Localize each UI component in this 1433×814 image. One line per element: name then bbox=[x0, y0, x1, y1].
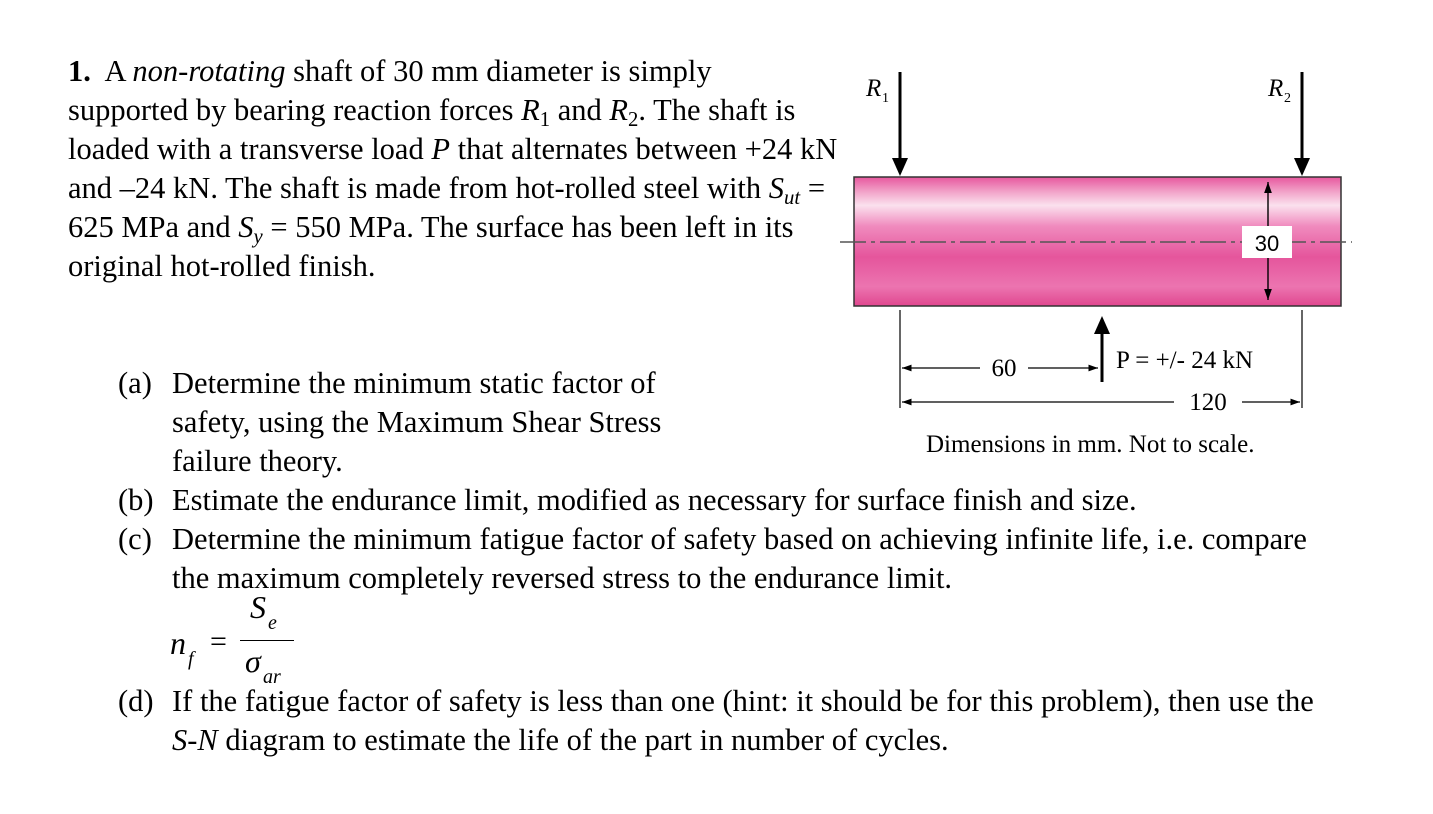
formula-numerator-sub: e bbox=[268, 612, 277, 634]
formula-equals: = bbox=[210, 625, 227, 658]
load-p-arrow-icon bbox=[1094, 316, 1110, 334]
reaction-r1-arrow-icon bbox=[892, 158, 908, 176]
dim-60-label: 60 bbox=[992, 355, 1017, 382]
reaction-r1-label: R bbox=[865, 75, 881, 102]
part-c-text: Determine the minimum fatigue factor of … bbox=[172, 522, 1307, 595]
formula-denominator: σ bbox=[245, 643, 261, 679]
part-a: (a) Determine the minimum static factor … bbox=[118, 364, 1318, 481]
part-b-text: Estimate the endurance limit, modified a… bbox=[172, 483, 1137, 517]
diameter-label-box bbox=[1242, 226, 1292, 258]
formula-numerator: S bbox=[250, 589, 266, 625]
reaction-r2-sub: 2 bbox=[1284, 91, 1291, 106]
dim-120-label: 120 bbox=[1189, 389, 1227, 416]
part-b: (b) Estimate the endurance limit, modifi… bbox=[118, 481, 1318, 520]
part-a-label: (a) bbox=[118, 366, 152, 400]
reaction-r1-sub: 1 bbox=[882, 91, 889, 106]
part-d-text: If the fatigue factor of safety is less … bbox=[172, 684, 1314, 757]
problem-statement: 1. A non-rotating shaft of 30 mm diamete… bbox=[68, 54, 838, 283]
fraction-bar bbox=[240, 640, 294, 641]
part-d: (d) If the fatigue factor of safety is l… bbox=[118, 682, 1318, 760]
shaft-figure: R 1 R 2 30 P = +/- 24 kN 60 120 Dimensio… bbox=[840, 60, 1360, 480]
part-a-text: Determine the minimum static factor of s… bbox=[172, 366, 662, 478]
part-c: (c) Determine the minimum fatigue factor… bbox=[118, 520, 1318, 598]
part-b-label: (b) bbox=[118, 483, 154, 517]
formula-n: n bbox=[170, 625, 186, 661]
shaft-diagram: R 1 R 2 30 P = +/- 24 kN 60 120 Dimensio… bbox=[840, 72, 1352, 458]
problem-number: 1. bbox=[68, 54, 91, 88]
part-d-label: (d) bbox=[118, 684, 154, 718]
reaction-r2-label: R bbox=[1267, 75, 1283, 102]
diameter-label: 30 bbox=[1255, 231, 1279, 256]
formula-denominator-sub: ar bbox=[263, 666, 281, 688]
fatigue-formula: n f = S e σ ar bbox=[170, 589, 1318, 688]
part-c-label: (c) bbox=[118, 522, 152, 556]
figure-caption: Dimensions in mm. Not to scale. bbox=[926, 431, 1254, 458]
reaction-r2-arrow-icon bbox=[1294, 158, 1310, 176]
load-p-label: P = +/- 24 kN bbox=[1116, 347, 1253, 374]
problem-parts: (a) Determine the minimum static factor … bbox=[118, 364, 1318, 760]
formula-n-sub: f bbox=[188, 648, 194, 670]
